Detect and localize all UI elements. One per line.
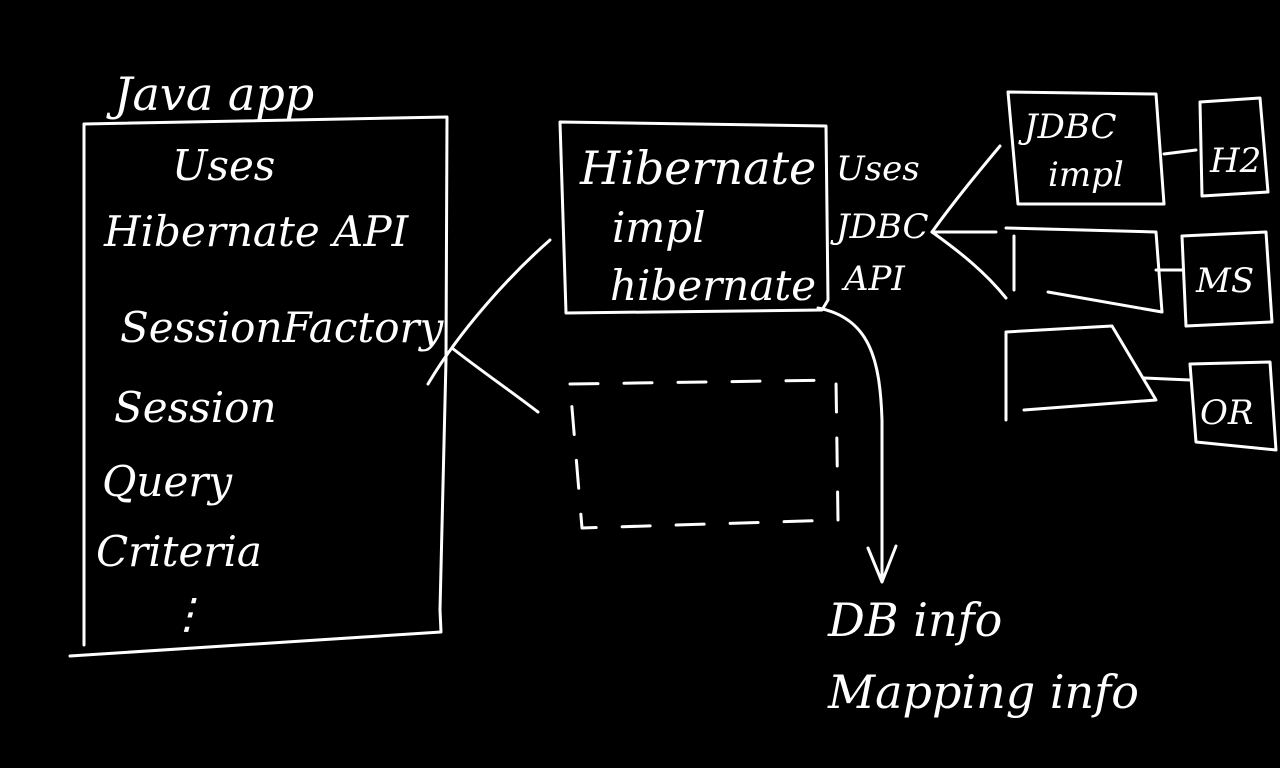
- connector-java-to-hibernate: [426, 238, 552, 386]
- config-mapping-info: Mapping info: [827, 665, 1139, 719]
- connector-jdbc-to-impl-top: [930, 144, 1002, 234]
- java-app-item-query: Query: [102, 457, 233, 506]
- connector-impl-to-or: [1142, 376, 1192, 382]
- java-app-item-criteria: Criteria: [96, 527, 262, 576]
- jdbc-impl-group: JDBC impl: [1006, 90, 1166, 206]
- jdbc-impl-line-2: impl: [1048, 155, 1124, 195]
- hibernate-impl-line-3: hibernate: [610, 261, 816, 310]
- database-h2-box: [1198, 96, 1270, 198]
- java-app-box: [68, 115, 449, 658]
- arrow-hibernate-to-config: [816, 306, 884, 580]
- jdbc-impl-box-bottom: [1004, 324, 1158, 422]
- java-app-uses-label: Uses: [172, 141, 275, 190]
- database-ms-group: MS: [1180, 230, 1274, 328]
- java-app-group: Java app Uses Hibernate API SessionFacto…: [68, 67, 449, 658]
- hibernate-impl-box: [558, 120, 830, 315]
- java-app-title: Java app: [106, 67, 314, 121]
- config-db-info: DB info: [827, 593, 1002, 647]
- arrow-head: [866, 544, 898, 584]
- database-h2-group: H2: [1198, 96, 1270, 198]
- jdbc-impl-box-middle: [1004, 226, 1164, 314]
- database-ms-box: [1180, 230, 1274, 328]
- java-app-api-label: Hibernate API: [103, 207, 410, 256]
- connector-java-to-placeholder: [450, 346, 540, 414]
- connector-impl-to-h2: [1162, 148, 1198, 156]
- database-or-label: OR: [1200, 393, 1253, 433]
- database-or-group: OR: [1188, 360, 1278, 452]
- config-info-group: DB info Mapping info: [827, 593, 1139, 719]
- jdbc-jdbc-label: JDBC: [830, 207, 929, 247]
- hibernate-impl-line-2: impl: [612, 203, 706, 252]
- jdbc-uses-label: Uses: [836, 149, 920, 189]
- placeholder-dashed-box: [568, 378, 840, 530]
- jdbc-impl-line-1: JDBC: [1018, 107, 1117, 147]
- connector-jdbc-to-impl-bottom: [930, 230, 1008, 300]
- java-app-item-session: Session: [114, 383, 277, 432]
- java-app-item-sessionfactory: SessionFactory: [120, 303, 445, 352]
- java-app-ellipsis: ⋮: [166, 589, 208, 638]
- database-or-box: [1188, 360, 1278, 452]
- hibernate-impl-line-1: Hibernate: [579, 141, 816, 195]
- hibernate-impl-group: Hibernate impl hibernate: [558, 120, 830, 315]
- database-ms-label: MS: [1195, 261, 1254, 301]
- jdbc-api-group: Uses JDBC API: [830, 149, 929, 299]
- jdbc-api-label: API: [841, 259, 905, 299]
- database-h2-label: H2: [1209, 141, 1261, 181]
- jdbc-impl-box: [1006, 90, 1166, 206]
